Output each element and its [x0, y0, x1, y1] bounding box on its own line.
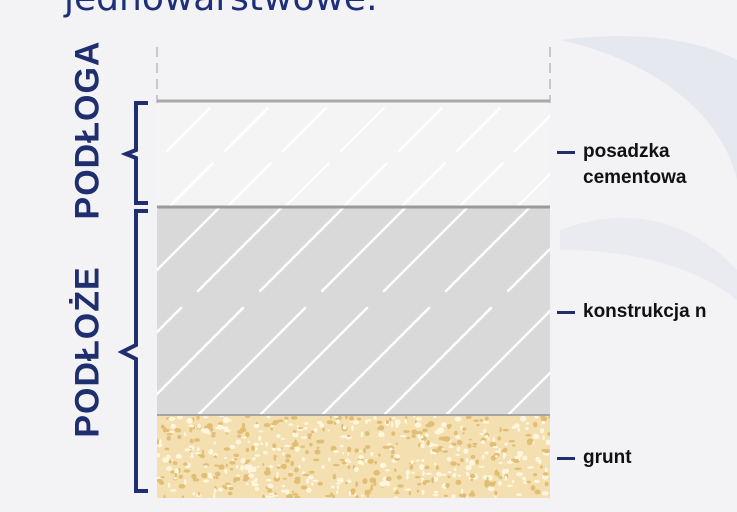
- layer-label-structure: konstrukcja n: [583, 301, 707, 322]
- layer-soil: [157, 416, 550, 498]
- group-label-floor: PODŁOGA: [68, 40, 107, 220]
- layer-screed: [157, 99, 550, 206]
- layer-label-screed-line1: posadzka: [583, 141, 670, 162]
- leader-dash-soil: [557, 457, 575, 460]
- leader-dash-screed: [557, 151, 575, 154]
- slide-title: jednowarstwowe.: [64, 0, 378, 19]
- layer-label-soil: grunt: [583, 447, 632, 468]
- group-label-base: PODŁOŻE: [68, 266, 107, 438]
- layer-structure: [157, 205, 550, 416]
- layer-label-screed: posadzka cementowa: [583, 139, 686, 191]
- brace-floor: [120, 101, 148, 205]
- layer-label-screed-line2: cementowa: [583, 167, 687, 188]
- brace-base: [117, 209, 148, 493]
- leader-dash-structure: [557, 311, 575, 314]
